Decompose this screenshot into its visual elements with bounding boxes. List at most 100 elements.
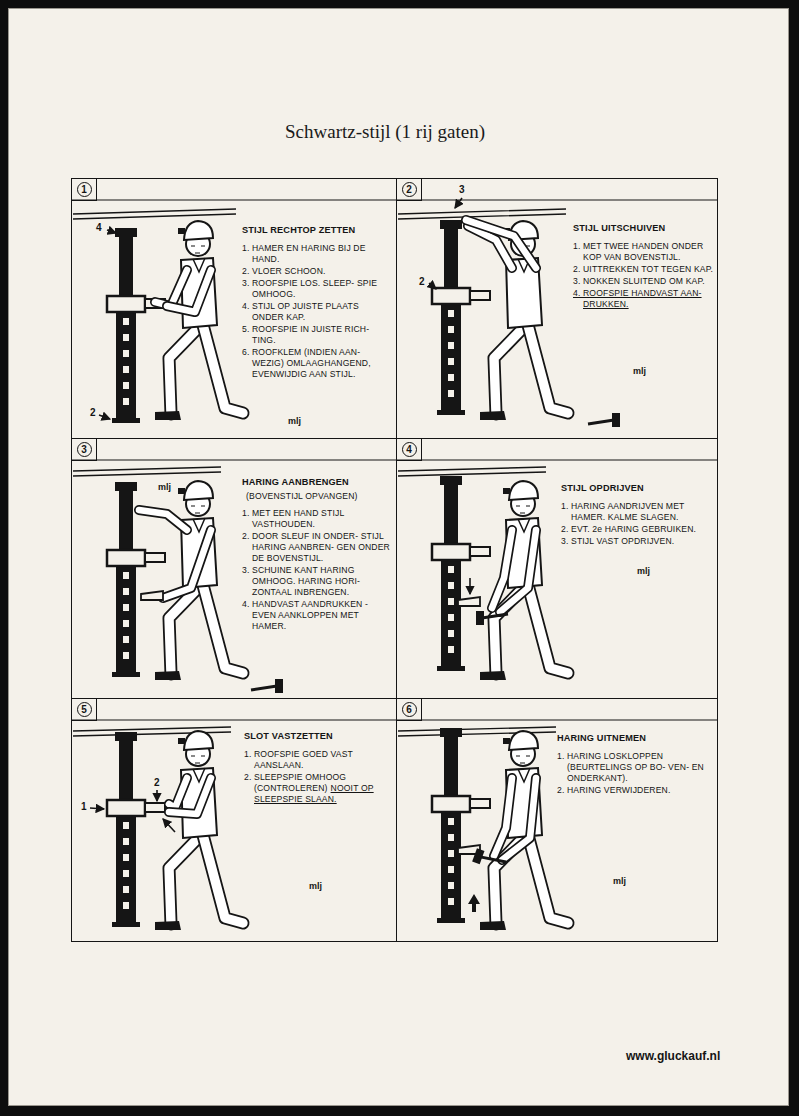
step-item: 2. SLEEPSPIE OMHOOG (CONTROLEREN)NOOIT O… <box>244 772 390 805</box>
step-text: 2. UITTREKKEN TOT TEGEN KAP. <box>573 264 713 274</box>
mining-scene <box>468 894 480 912</box>
circled-number: 2 <box>402 182 417 197</box>
mining-scene <box>476 611 508 625</box>
mining-scene <box>155 270 187 306</box>
step-text: 2. EVT. 2e HARING GEBRUIKEN. <box>561 524 696 534</box>
mining-scene <box>429 283 436 289</box>
step-text: 5. ROOFSPIE IN JUISTE RICH- TING. <box>242 324 369 345</box>
step-text: 4. STIJL OP JUISTE PLAATS ONDER KAP. <box>242 301 359 322</box>
step-text: 6. ROOFKLEM (INDIEN AAN- WEZIG) OMLAAGHA… <box>242 347 371 379</box>
mining-scene <box>396 200 718 201</box>
mining-scene <box>492 530 512 608</box>
panel-number: 6 <box>397 699 422 721</box>
mining-scene <box>169 778 211 814</box>
step-text: 3. SCHUINE KANT HARING OMHOOG. HARING HO… <box>242 565 360 597</box>
mining-scene <box>398 467 546 476</box>
panel-heading: STIJL UITSCHUIVEN <box>573 223 713 235</box>
artist-signature: mlj <box>632 366 647 376</box>
step-item: 1. HAMER EN HARING BIJ DE HAND. <box>242 243 392 265</box>
step-item: 2. UITTREKKEN TOT TEGEN KAP. <box>573 264 713 275</box>
instruction-text: SLOT VASTZETTEN1. ROOFSPIE GOED VAST AAN… <box>244 731 390 806</box>
mining-scene <box>163 530 211 598</box>
mining-scene <box>396 720 718 721</box>
step-item: 3. SCHUINE KANT HARING OMHOOG. HARING HO… <box>242 565 392 598</box>
mining-scene <box>169 778 211 814</box>
mining-scene <box>432 728 490 923</box>
mining-scene <box>167 270 211 312</box>
step-item: 4. ROOFSPIE HANDVAST AAN- DRUKKEN. <box>573 288 713 310</box>
instruction-panel: STIJL UITSCHUIVEN 1. MET TWEE HANDEN ONDE… <box>396 178 718 439</box>
step-text: 2. HARING VERWIJDEREN. <box>557 785 670 795</box>
step-text: 3. STIJL VAST OPDRIJVEN. <box>561 536 674 546</box>
mining-scene <box>480 731 568 930</box>
mining-scene <box>500 530 536 612</box>
instruction-panel: HARING UITNEMEN 1. HARING LOSKLOPPEN (BEU… <box>396 698 718 942</box>
instruction-panel: HARING AANBRENGEN(BOVENSTIJL OPVANGEN)1.… <box>71 438 397 699</box>
instruction-panel: STIJL OPDRIJVEN1. HARING AANDRIJVEN MET … <box>396 438 718 699</box>
step-text: 4. ROOFSPIE HANDVAST AAN- DRUKKEN. <box>573 288 702 309</box>
callout-number: 2 <box>418 276 426 287</box>
mining-scene <box>139 510 187 530</box>
mining-scene <box>492 530 512 608</box>
panel-heading: STIJL RECHTOP ZETTEN <box>242 225 392 237</box>
step-text: 1. ROOFSPIE GOED VAST AANSLAAN. <box>244 749 353 770</box>
step-text: 1. HAMER EN HARING BIJ DE HAND. <box>242 243 366 264</box>
panel-heading: HARING UITNEMEN <box>557 733 709 745</box>
instruction-panel: STIJL RECHTOP ZETTEN 1. HAMER EN HARING B… <box>71 178 397 439</box>
circled-number: 5 <box>77 702 92 717</box>
step-item: 2. DOOR SLEUF IN ONDER- STIJL HARING AAN… <box>242 531 392 564</box>
panel-number: 3 <box>72 439 97 461</box>
mining-scene <box>458 597 480 606</box>
mining-scene <box>169 778 187 808</box>
step-text: 2. DOOR SLEUF IN ONDER- STIJL HARING AAN… <box>242 531 390 563</box>
mining-scene <box>90 808 104 809</box>
step-item: 5. ROOFSPIE IN JUISTE RICH- TING. <box>242 324 392 346</box>
callout-number: 4 <box>95 222 103 233</box>
step-text: 3. NOKKEN SLUITEND OM KAP. <box>573 276 705 286</box>
mining-scene <box>396 460 718 461</box>
mining-scene <box>432 476 490 671</box>
mining-scene <box>494 778 512 856</box>
mining-scene <box>480 481 568 680</box>
callout-number: 2 <box>89 407 97 418</box>
instruction-text: HARING AANBRENGEN(BOVENSTIJL OPVANGEN)1.… <box>242 477 392 633</box>
mining-scene <box>73 209 236 219</box>
step-item: 3. NOKKEN SLUITEND OM KAP. <box>573 276 713 287</box>
step-text: 1. HARING AANDRIJVEN MET HAMER. KALME SL… <box>561 501 684 522</box>
mining-scene <box>156 790 158 801</box>
mining-scene <box>73 467 221 476</box>
mining-scene <box>396 198 718 427</box>
panel-number: 2 <box>397 179 422 201</box>
website-url: www.gluckauf.nl <box>625 1049 721 1063</box>
mining-scene <box>139 510 187 530</box>
mining-scene <box>71 460 397 693</box>
mining-scene <box>472 848 507 872</box>
step-item: 6. ROOFKLEM (INDIEN AAN- WEZIG) OMLAAGHA… <box>242 347 392 380</box>
mining-scene <box>502 778 536 860</box>
mining-scene <box>398 209 566 219</box>
step-text: 1. MET EEN HAND STIJL VASTHOUDEN. <box>242 508 344 529</box>
mining-scene <box>107 732 165 927</box>
instruction-text: HARING UITNEMEN 1. HARING LOSKLOPPEN (BEU… <box>557 733 709 797</box>
mining-scene <box>169 778 187 808</box>
panel-number: 4 <box>397 439 422 461</box>
step-item: 1. ROOFSPIE GOED VAST AANSLAAN. <box>244 749 390 771</box>
artist-signature: mlj <box>308 881 323 891</box>
step-text: 1. HARING LOSKLOPPEN (BEURTELINGS OP BO-… <box>557 751 704 783</box>
mining-scene <box>163 819 175 832</box>
mining-scene <box>396 720 718 930</box>
page-title: Schwartz-stijl (1 rij gaten) <box>0 121 770 143</box>
mining-scene <box>251 679 283 693</box>
step-text: 2. VLOER SCHOON. <box>242 266 326 276</box>
mining-scene <box>107 230 116 233</box>
mining-scene <box>396 460 718 680</box>
step-item: 1. MET TWEE HANDEN ONDER KOP VAN BOVENST… <box>573 241 713 263</box>
step-text: 3. ROOFSPIE LOS. SLEEP- SPIE OMHOOG. <box>242 278 377 299</box>
artist-signature: mlj <box>636 566 651 576</box>
artist-signature: mlj <box>612 876 627 886</box>
step-item: 2. HARING VERWIJDEREN. <box>557 785 709 796</box>
circled-number: 6 <box>402 702 417 717</box>
mining-scene <box>107 228 165 423</box>
circled-number: 1 <box>77 182 92 197</box>
